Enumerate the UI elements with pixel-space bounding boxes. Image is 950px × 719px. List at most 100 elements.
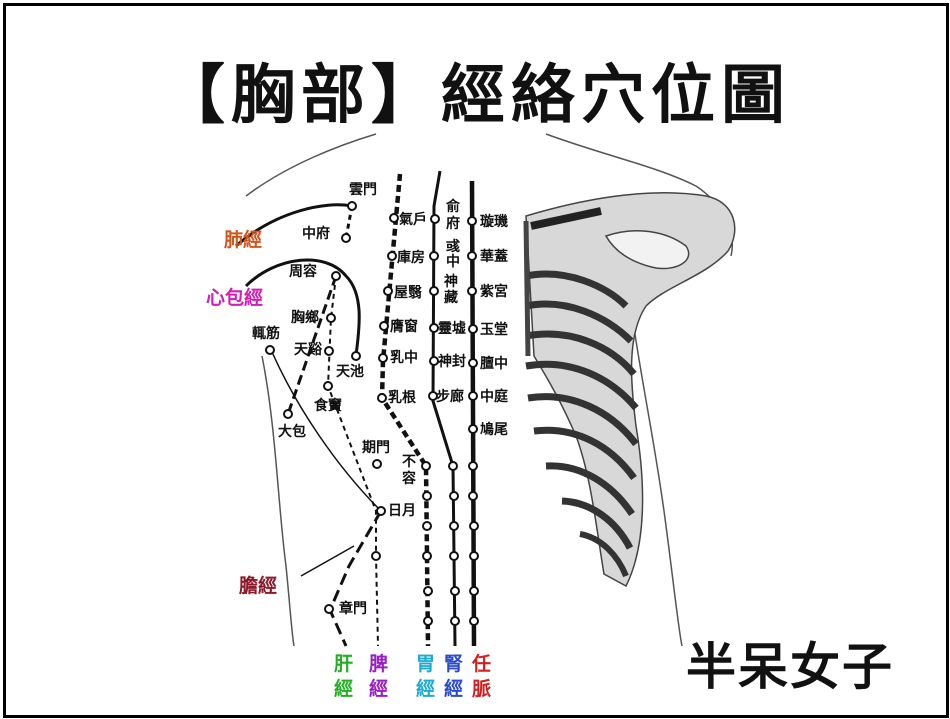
- point-dot-kidney-3: [449, 521, 459, 531]
- label-shenfeng: 神封: [438, 353, 466, 370]
- gallbladder-meridian-label: 膽經: [238, 574, 277, 597]
- point-dot-danzhong: [468, 358, 478, 368]
- bottom-label-ren-1: 任: [471, 652, 491, 675]
- point-dot-kidney-1: [448, 461, 458, 471]
- point-dot-dabao: [283, 409, 293, 419]
- lung-meridian-line: [344, 205, 354, 239]
- label-zhejin: 輒筋: [252, 325, 280, 342]
- meridian-labels: 肺經 心包經 膽經: [206, 228, 277, 597]
- point-dot-ren-2: [468, 491, 478, 501]
- point-dot-riyue: [376, 506, 386, 516]
- label-huagai: 華蓋: [480, 248, 508, 265]
- bottom-label-kidney-1: 腎: [444, 653, 463, 675]
- gallbladder-pointer-line: [300, 545, 355, 577]
- point-dot-stomach-3: [422, 551, 432, 561]
- point-dot-stomach-2: [422, 521, 432, 531]
- pericardium-meridian-arc: [244, 258, 361, 357]
- label-jiuwei: 鳩尾: [480, 421, 508, 438]
- label-zigong: 紫宮: [480, 283, 508, 300]
- label-zhourong: 周容: [289, 263, 317, 280]
- label-yuzhong-2: 中: [446, 253, 460, 270]
- lung-meridian-label: 肺經: [224, 228, 262, 251]
- label-danzhong: 膻中: [480, 355, 508, 372]
- label-qihu: 氣戶: [399, 211, 427, 228]
- gallbladder-meridian-line: [271, 351, 382, 512]
- rib-cage-illustration: [523, 192, 736, 588]
- label-shidou: 食竇: [314, 397, 342, 414]
- label-kufang: 庫房: [397, 249, 425, 266]
- label-yuzhong-1: 彧: [446, 238, 460, 255]
- diagram-frame: 【胸部】經絡穴位圖: [3, 3, 949, 718]
- point-dot-bulang: [428, 391, 438, 401]
- point-dot-zhongting: [468, 391, 478, 401]
- point-dot-ren-6: [469, 616, 479, 626]
- bottom-label-ren-2: 脈: [472, 677, 491, 700]
- label-shufu-1: 俞: [445, 198, 461, 215]
- point-dot-qihu: [389, 213, 399, 223]
- bottom-label-kidney-2: 經: [444, 677, 463, 700]
- page-title: 【胸部】經絡穴位圖: [161, 58, 791, 133]
- point-dot-spleen-lower: [371, 551, 381, 561]
- label-xuanji: 璇璣: [480, 213, 508, 230]
- label-yunmen: 雲門: [349, 181, 377, 198]
- point-dot-kidney-6: [450, 616, 460, 626]
- label-zhangmen: 章門: [339, 600, 367, 617]
- point-dot-kidney-2: [449, 491, 459, 501]
- bottom-label-spleen-1: 脾: [368, 652, 388, 675]
- point-dot-ren-1: [468, 461, 478, 471]
- point-dot-qimen: [372, 459, 382, 469]
- point-dot-shenfeng: [429, 356, 439, 366]
- point-dot-ren-4: [469, 551, 479, 561]
- label-zhongfu: 中府: [302, 225, 330, 242]
- label-tianchi: 天池: [336, 363, 364, 380]
- point-dot-yunmen: [347, 201, 357, 211]
- label-burong-2: 容: [401, 470, 416, 487]
- label-shencang-1: 神: [444, 273, 458, 290]
- stomach-meridian-line: [379, 173, 431, 647]
- bottom-label-liver-2: 經: [334, 677, 353, 700]
- point-dot-ruzhong: [378, 353, 388, 363]
- point-dot-kidney-4: [449, 551, 459, 561]
- point-dot-ren-5: [469, 586, 479, 596]
- bottom-label-liver-1: 肝: [334, 653, 353, 675]
- bottom-meridian-labels: 肝 經 脾 經 胃 經 腎 經 任 脈: [334, 652, 491, 700]
- label-burong-1: 不: [402, 454, 416, 470]
- point-dot-zhangmen: [324, 604, 334, 614]
- point-dot-xuanji: [467, 216, 477, 226]
- spleen-meridian-line: [326, 275, 379, 647]
- label-yingchuang: 膺窗: [390, 318, 418, 335]
- point-dot-ren-3: [469, 521, 479, 531]
- point-dot-yingchuang: [379, 321, 389, 331]
- label-qimen: 期門: [362, 440, 390, 456]
- label-lingxu: 靈墟: [438, 320, 466, 337]
- point-dot-rugen: [377, 393, 387, 403]
- point-dot-stomach-1: [422, 491, 432, 501]
- label-ruzhong: 乳中: [390, 349, 418, 366]
- point-dot-yuzhong: [429, 251, 439, 261]
- point-dot-kidney-5: [450, 586, 460, 596]
- acupoint-labels: 雲門 中府 周容 胸鄉 輒筋 天谿 天池 食竇 大包 期門 日月 章門 不 容 …: [252, 181, 509, 617]
- label-rugen: 乳根: [388, 389, 417, 406]
- point-dot-zhongfu: [341, 233, 351, 243]
- point-dot-shidou: [323, 381, 333, 391]
- point-dot-kufang: [387, 251, 397, 261]
- point-dot-burong: [421, 461, 431, 471]
- bottom-label-spleen-2: 經: [369, 677, 388, 700]
- gallbladder-meridian-line-2: [328, 510, 383, 647]
- bottom-label-stomach-2: 經: [416, 677, 435, 700]
- chest-diagram: 雲門 中府 周容 胸鄉 輒筋 天谿 天池 食竇 大包 期門 日月 章門 不 容 …: [206, 133, 892, 700]
- label-shencang-2: 藏: [444, 289, 458, 306]
- point-dot-tianchi: [351, 351, 361, 361]
- point-dot-zigong: [467, 286, 477, 296]
- point-dot-stomach-5: [423, 616, 433, 626]
- point-dot-yutang: [468, 324, 478, 334]
- point-dot-zhejin: [265, 345, 275, 355]
- point-dot-shencang: [429, 286, 439, 296]
- label-tianxi: 天谿: [294, 341, 323, 358]
- label-riyue: 日月: [388, 503, 416, 519]
- lung-meridian-arc: [235, 203, 352, 248]
- label-zhongting: 中庭: [480, 388, 509, 405]
- pericardium-meridian-label: 心包經: [206, 286, 263, 309]
- point-dot-huagai: [467, 251, 477, 261]
- ren-meridian-line: [469, 180, 477, 647]
